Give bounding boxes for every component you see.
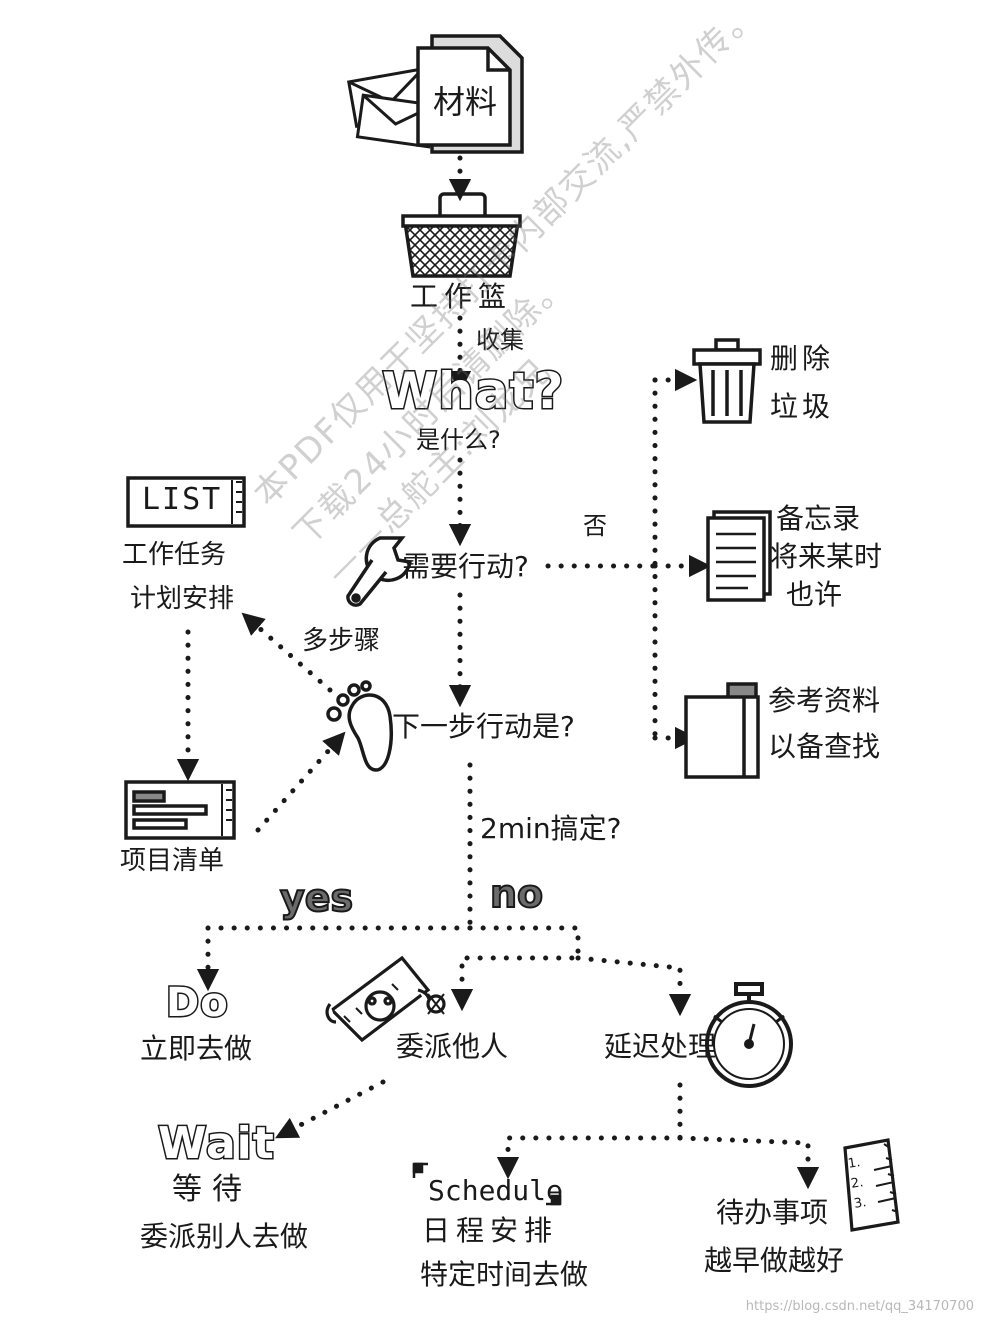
project-list-icon xyxy=(124,780,236,840)
do-now-label: 立即去做 xyxy=(140,1032,253,1065)
flow-connectors xyxy=(176,155,820,1190)
schedule-time-label: 特定时间去做 xyxy=(420,1258,589,1291)
todo-label: 待办事项 xyxy=(716,1196,829,1229)
lookup-label: 以备查找 xyxy=(768,730,881,763)
arrow-multi-step-to-list xyxy=(241,612,333,693)
ruler-icon xyxy=(325,955,446,1043)
schedule-heading: Schedule xyxy=(428,1174,563,1207)
checklist-icon xyxy=(843,1138,900,1232)
wrench-icon xyxy=(346,536,413,607)
collect-label: 收集 xyxy=(476,326,524,354)
next-action-question: 下一步行动是? xyxy=(392,710,575,743)
yes-label: yes xyxy=(279,875,354,921)
arrow-to-schedule xyxy=(496,1135,683,1180)
trash-can-icon xyxy=(692,338,762,424)
inbox-label: 工作篮 xyxy=(410,280,513,313)
memo-label: 备忘录 xyxy=(776,502,861,535)
wait-delegate-label: 委派别人去做 xyxy=(140,1220,309,1253)
reference-label: 参考资料 xyxy=(768,684,881,717)
what-heading: What? xyxy=(380,361,565,422)
trash-label-garbage: 垃圾 xyxy=(770,390,835,423)
no-branch-label: 否 xyxy=(583,512,607,540)
do-heading: Do xyxy=(165,978,230,1027)
work-tasks-label: 工作任务 xyxy=(122,540,227,570)
checklist-item-2: 2. xyxy=(849,1175,865,1192)
notepad-icon xyxy=(706,510,772,602)
checklist-item-3: 3. xyxy=(852,1195,868,1212)
arrow-delegate-to-wait xyxy=(275,1079,386,1139)
defer-label: 延迟处理 xyxy=(604,1030,717,1063)
delegate-label: 委派他人 xyxy=(396,1030,509,1063)
stopwatch-icon xyxy=(705,982,793,1088)
arrow-project-to-next xyxy=(255,731,346,833)
trash-label-delete: 删除 xyxy=(770,342,835,375)
no-label: no xyxy=(489,871,544,917)
source-credit: https://blog.csdn.net/qq_34170700 xyxy=(745,1299,974,1314)
arrow-to-defer xyxy=(575,955,692,1017)
folder-icon xyxy=(684,682,760,779)
arrow-to-todo xyxy=(677,1135,820,1190)
basket-icon xyxy=(401,192,522,278)
maybe-label: 也许 xyxy=(786,578,843,611)
list-sign-icon xyxy=(126,476,246,528)
document-icon xyxy=(416,34,524,154)
two-minute-question: 2min搞定? xyxy=(480,812,622,845)
arrow-yes-branch xyxy=(196,925,473,992)
someday-label: 将来某时 xyxy=(770,540,883,573)
checklist-item-1: 1. xyxy=(846,1155,862,1172)
wait-heading: Wait xyxy=(157,1117,276,1171)
schedule-frame-marks xyxy=(412,1162,562,1206)
what-subtitle: 是什么? xyxy=(416,426,501,454)
arrow-no-branch xyxy=(450,925,581,1012)
multi-step-label: 多步骤 xyxy=(302,626,381,656)
schedule-label: 日程安排 xyxy=(422,1214,559,1247)
plan-label: 计划安排 xyxy=(130,584,235,614)
project-list-label: 项目清单 xyxy=(120,846,225,876)
footprint-icon xyxy=(326,680,393,772)
material-label: 材料 xyxy=(433,83,498,121)
sooner-better-label: 越早做越好 xyxy=(704,1244,845,1277)
wait-label: 等待 xyxy=(172,1172,252,1207)
need-action-question: 需要行动? xyxy=(402,550,529,583)
list-sign-text: LIST xyxy=(142,482,223,517)
